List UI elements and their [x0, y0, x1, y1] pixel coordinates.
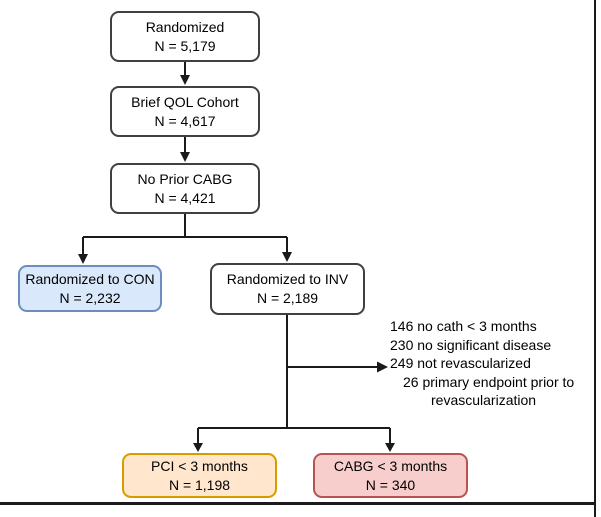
node-cabg: CABG < 3 months N = 340	[313, 453, 468, 498]
exclusions-text-block: 146 no cath < 3 months 230 no significan…	[390, 317, 574, 410]
node-brief-qol-label: Brief QOL Cohort	[131, 93, 239, 110]
node-randomized: Randomized N = 5,179	[110, 11, 260, 62]
exclusion-line-5: revascularization	[431, 392, 537, 408]
connector-split-bottom	[197, 427, 391, 444]
exclusion-line-2: 230 no significant disease	[390, 336, 552, 353]
exclusion-line-3: 249 not revascularized	[390, 355, 531, 371]
node-no-prior-cabg: No Prior CABG N = 4,421	[110, 163, 260, 214]
node-no-prior-cabg-n: N = 4,421	[154, 189, 216, 206]
node-randomized-to-con: Randomized to CON N = 2,232	[18, 265, 162, 312]
node-cabg-label: CABG < 3 months	[333, 457, 448, 474]
frame-bottom-border	[0, 502, 596, 505]
frame-right-border	[594, 0, 596, 517]
node-inv-n: N = 2,189	[256, 290, 319, 306]
node-inv-label: Randomized to INV	[226, 271, 349, 287]
arrowhead-nopriorcabg	[180, 152, 190, 162]
node-randomized-n: N = 5,179	[154, 37, 216, 54]
node-pci-label: PCI < 3 months	[151, 457, 248, 474]
node-randomized-label: Randomized	[145, 18, 225, 35]
node-no-prior-cabg-label: No Prior CABG	[137, 170, 233, 187]
exclusion-line-1: 146 no cath < 3 months	[390, 318, 537, 334]
arrowhead-briefqol	[180, 75, 190, 85]
arrowhead-exclusions	[377, 361, 388, 373]
node-pci-n: N = 1,198	[168, 476, 231, 493]
node-pci: PCI < 3 months N = 1,198	[122, 453, 277, 498]
arrowhead-con	[78, 254, 88, 264]
node-brief-qol-cohort: Brief QOL Cohort N = 4,617	[110, 86, 260, 137]
arrowhead-pci	[193, 443, 203, 452]
node-brief-qol-n: N = 4,617	[154, 112, 216, 129]
arrowhead-inv	[282, 252, 292, 262]
arrowhead-cabg	[385, 443, 395, 452]
node-con-label: Randomized to CON	[25, 270, 155, 287]
node-con-n: N = 2,232	[59, 289, 121, 306]
node-randomized-to-inv: Randomized to INV N = 2,189	[210, 263, 365, 315]
exclusion-line-4: 26 primary endpoint prior to	[403, 373, 575, 390]
connector-split-top	[82, 214, 288, 255]
node-cabg-n: N = 340	[365, 476, 416, 493]
